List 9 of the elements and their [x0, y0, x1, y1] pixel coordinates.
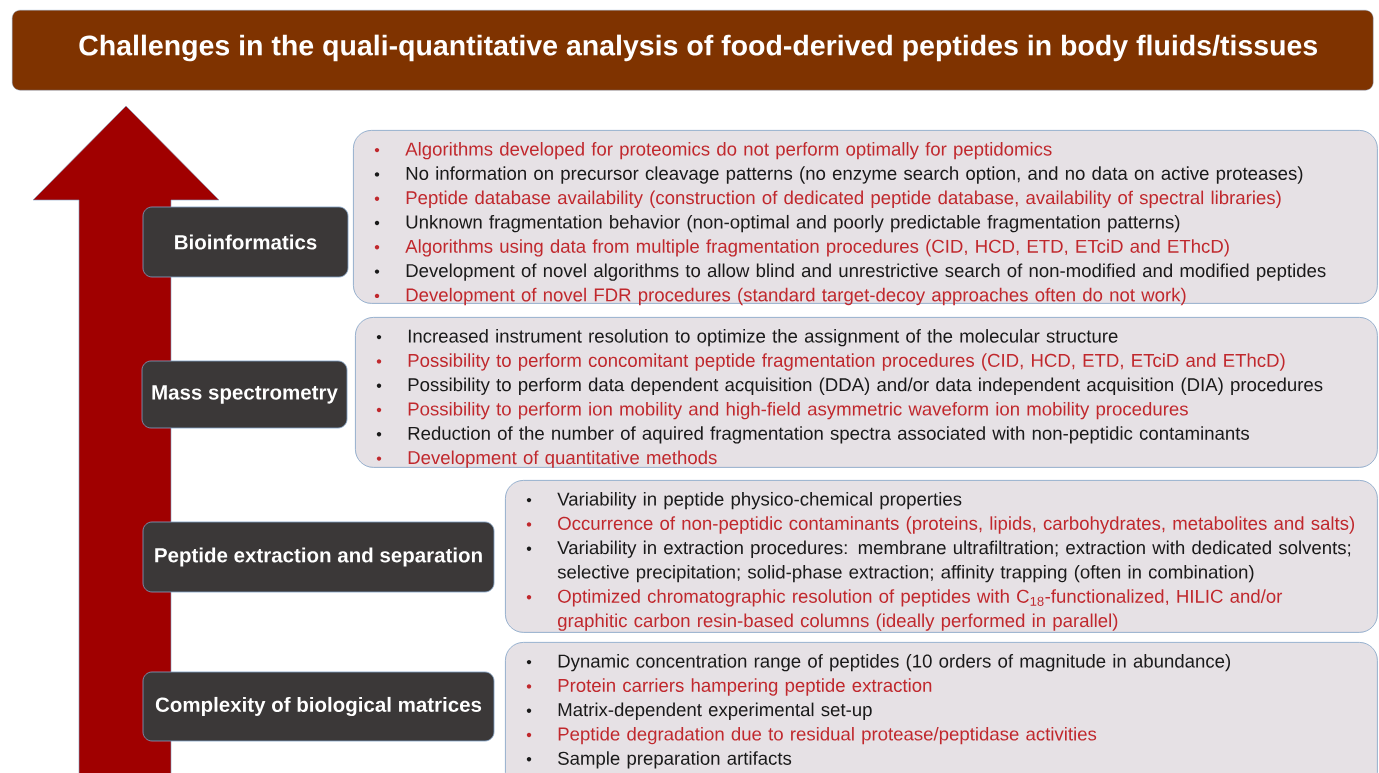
category-box: Mass spectrometry: [141, 360, 348, 429]
title-banner: Challenges in the quali-quantitative analysis of food-derived peptides in body fluids/tissues: [12, 10, 1374, 91]
category-box: Peptide extraction and separation: [142, 521, 495, 593]
category-box: Complexity of biological matrices: [142, 671, 495, 742]
bullet-list-box: Dynamic concentration range of peptides (10 orders of magnitude in abundance) Protein carriers hampering peptide extraction Matrix-dependent experimental set-up Peptide degradation due to residual protease/peptidase activities Sample preparation artifacts: [505, 642, 1378, 773]
bullet-list-box: Algorithms developed for proteomics do not perform optimally for peptidomics No information on precursor cleavage patterns (no enzyme search option, and no data on active proteases) Peptide database availability (construction of dedicated peptide database, availability of spectral libraries) Unknown fragmentation behavior (non-optimal and poorly predictable fragmentation patterns) Algorithms using data from multiple fragmentation procedures (CID, HCD, ETD, ETciD and EThcD) Development of novel algorithms to allow blind and unrestrictive search of non-modified and modified peptides Development of novel FDR procedures (standard target-decoy approaches often do not work): [353, 130, 1378, 306]
bullet-list-box: Increased instrument resolution to optimize the assignment of the molecular structure Possibility to perform concomitant peptide fragmentation procedures (CID, HCD, ETD, ETciD and EThcD) Possibility to perform data dependent acquisition (DDA) and/or data independent acquisition (DIA) procedures Possibility to perform ion mobility and high-field asymmetric waveform ion mobility procedures Reduction of the number of aquired fragmentation spectra associated with non-peptidic contaminants Development of quantitative methods: [355, 317, 1378, 468]
bullet-list-box: Variability in peptide physico-chemical properties Occurrence of non-peptidic contaminants (proteins, lipids, carbohydrates, metabolites and salts) Variability in extraction procedures: membrane ultrafiltration; extraction with dedicated solvents; selective precipitation; solid-phase extraction; affinity trapping (often in combination) Optimized chromatographic resolution of peptides with C$_{18}$-functionalized, HILIC and/or graphitic carbon resin-based columns (ideally performed in parallel): [505, 480, 1378, 633]
category-box: Bioinformatics: [142, 206, 349, 278]
